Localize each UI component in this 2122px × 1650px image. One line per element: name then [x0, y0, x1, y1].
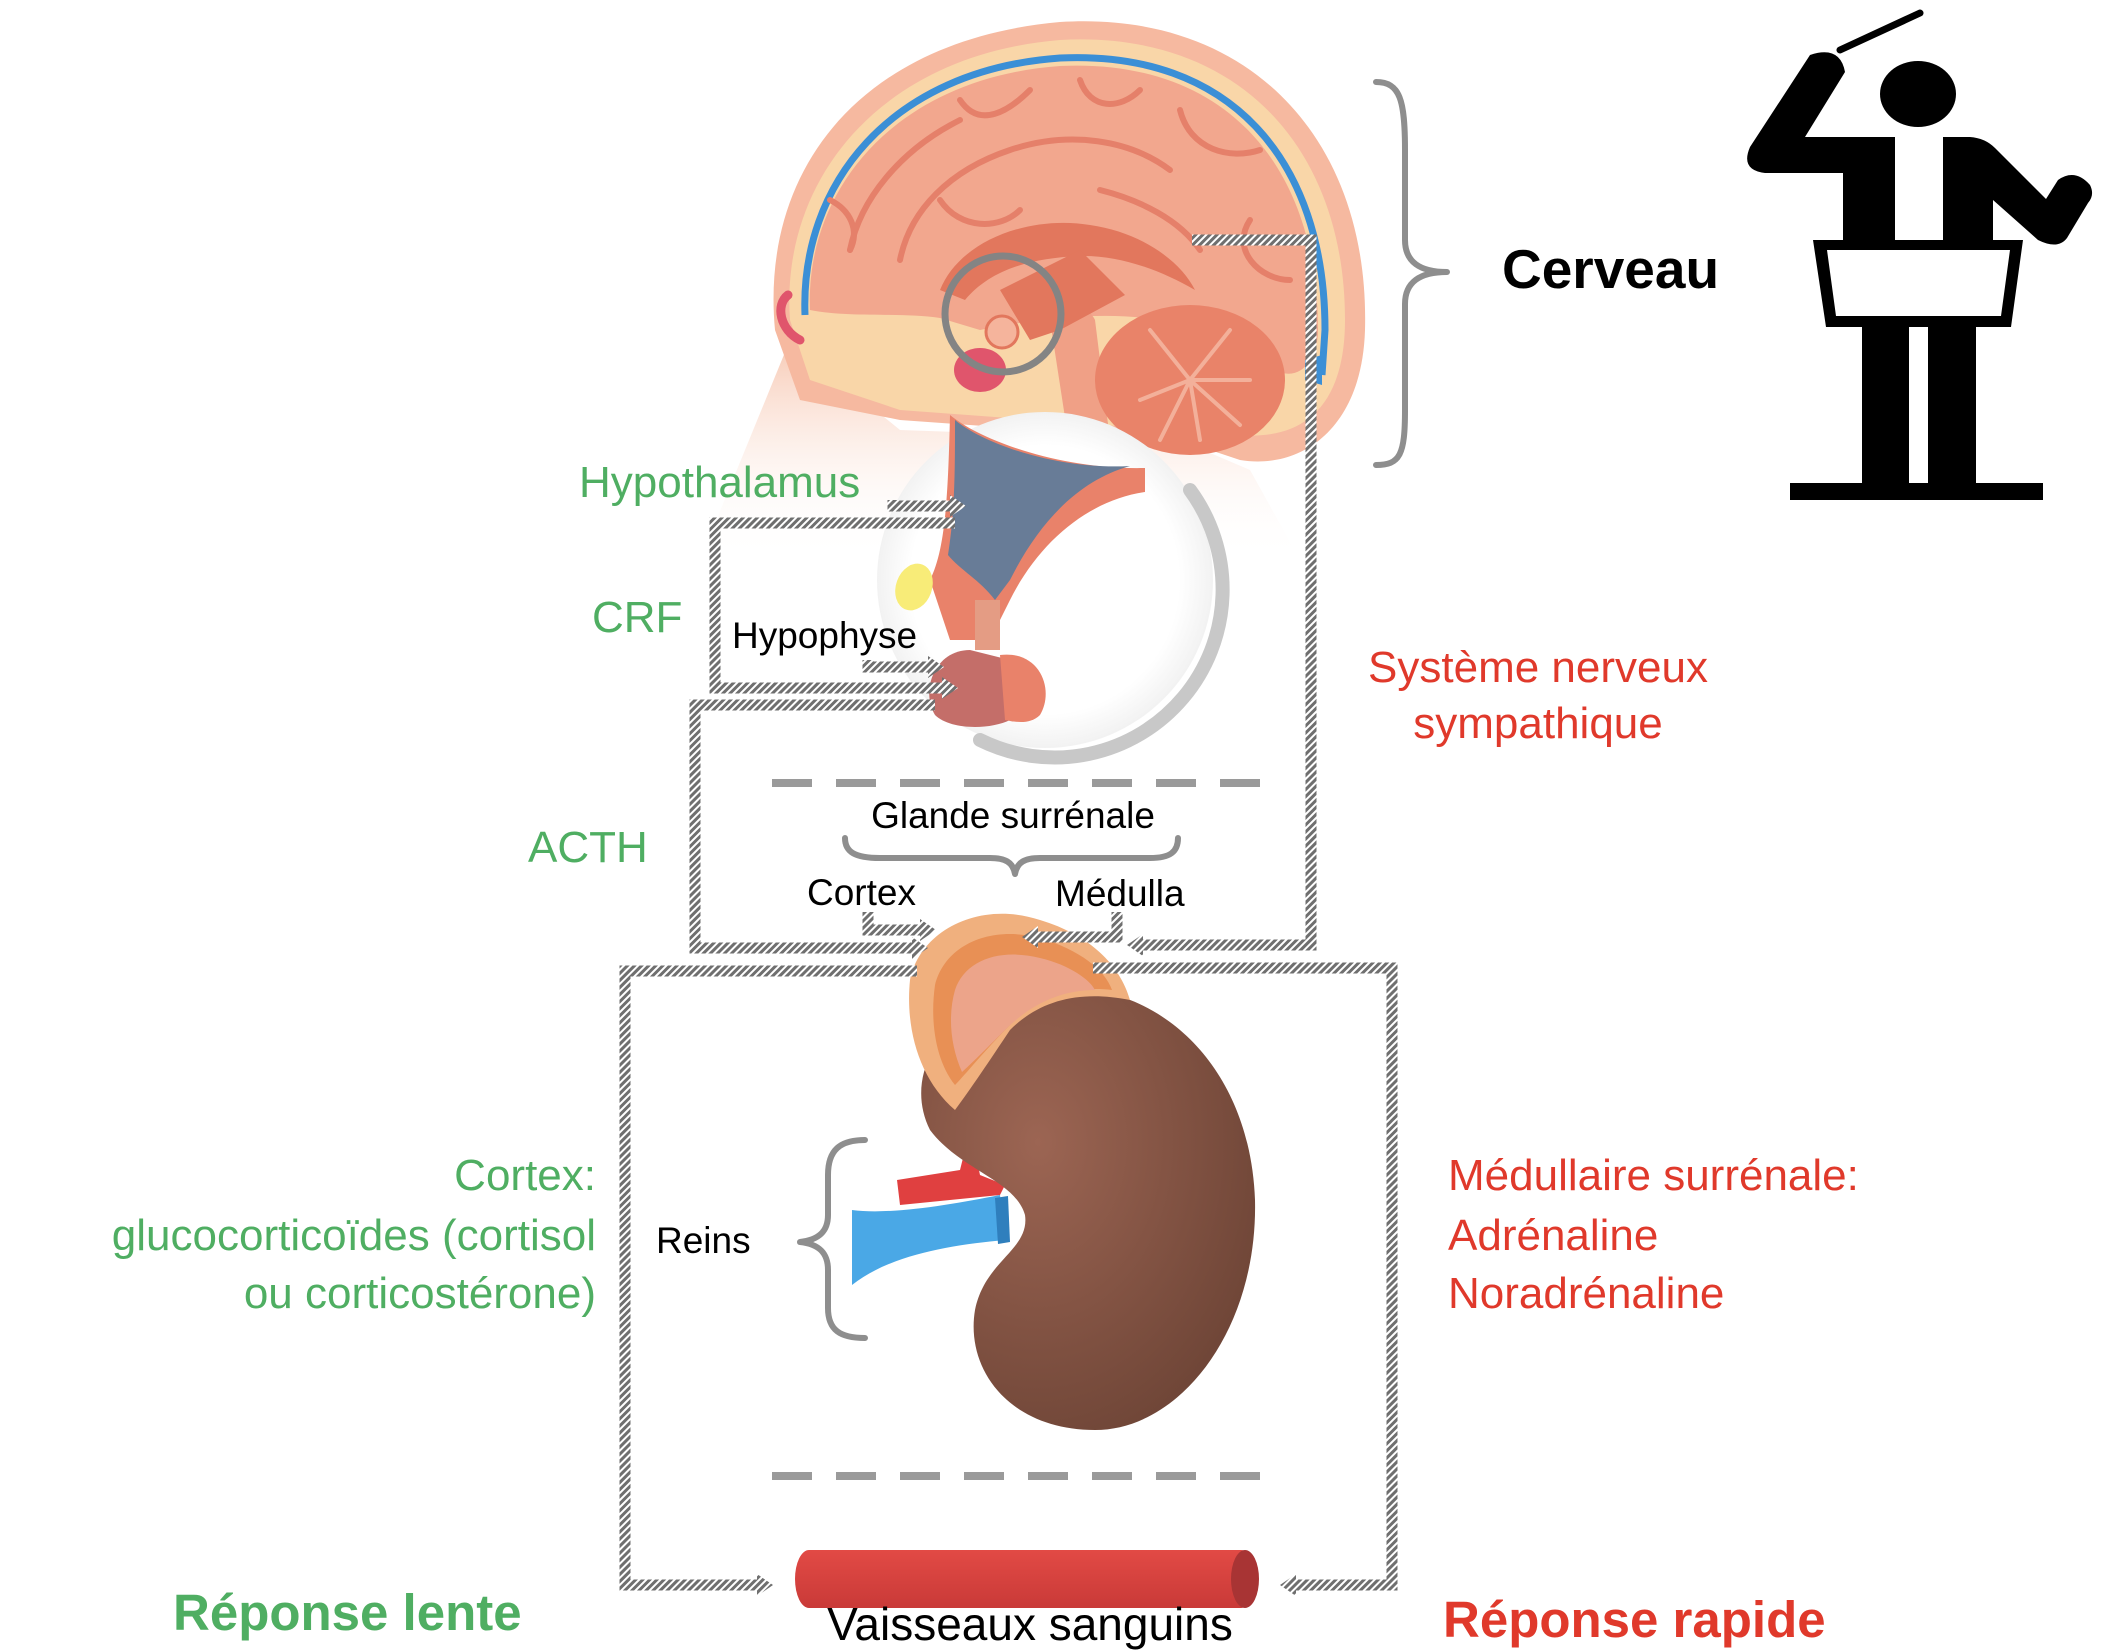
pituitary-small — [984, 314, 1020, 350]
thalamus — [1000, 250, 1125, 340]
arrowhead-fast — [1280, 1574, 1296, 1596]
connector-hypophyse-in — [862, 660, 930, 673]
gyri — [827, 77, 1293, 283]
label-cortex: Cortex — [807, 872, 916, 913]
conductor-head — [1880, 61, 1956, 127]
label-reponse-rapide: Réponse rapide — [1443, 1591, 1826, 1648]
arrowhead-hypophyse — [928, 656, 944, 678]
orchestra-conductor-icon — [1747, 9, 2093, 500]
connector-fast-output — [1093, 962, 1398, 1591]
arrowhead-slow — [757, 1574, 773, 1596]
kidney-brace — [797, 1137, 868, 1341]
baton-icon — [1836, 9, 1924, 54]
hypothalamus-blue — [948, 420, 1130, 600]
conductor-leg-left — [1862, 327, 1909, 483]
pituitary-inset — [877, 412, 1230, 765]
label-cortex-output-line3: ou corticostérone) — [244, 1269, 596, 1318]
inset-rim — [973, 483, 1230, 765]
meninges — [801, 54, 1329, 376]
connector-acth — [689, 699, 935, 954]
renal-artery — [897, 1150, 1005, 1205]
pituitary-anterior — [929, 650, 1010, 727]
label-sympathetic-line1: Système nerveux — [1368, 643, 1708, 692]
kidney — [921, 987, 1256, 1430]
corpus-callosum — [940, 222, 1195, 300]
label-reponse-lente: Réponse lente — [173, 1584, 522, 1641]
conductor-leg-right — [1928, 327, 1976, 483]
arrowhead-hypothalamus — [950, 495, 966, 517]
connector-crf-loop — [709, 517, 955, 694]
arrowhead-medulla — [1022, 926, 1038, 948]
kidney-illustration — [852, 913, 1256, 1430]
label-medulla-output-line2: Adrénaline — [1448, 1211, 1658, 1260]
brain-brace — [1373, 79, 1450, 468]
label-glande-surrenale: Glande surrénale — [871, 795, 1155, 836]
label-cortex-output-line2: glucocorticoïdes (cortisol — [112, 1211, 596, 1260]
renal-vein-shade — [995, 1196, 1010, 1244]
label-medulla-output-line3: Noradrénaline — [1448, 1269, 1724, 1318]
arrowhead-crf — [942, 677, 958, 699]
connector-slow-output — [619, 965, 917, 1591]
conductor-base — [1790, 483, 2043, 500]
label-medulla: Médulla — [1055, 873, 1185, 914]
mammillary-body — [895, 563, 933, 611]
label-sympathetic-line2: sympathique — [1413, 699, 1662, 748]
renal-vein — [852, 1195, 1005, 1285]
vessel-body — [795, 1550, 1255, 1608]
connector-medulla-in — [1035, 912, 1123, 943]
pituitary-posterior — [1000, 654, 1046, 723]
cerebellum-arbor — [1138, 328, 1252, 442]
conductor-raised-arm — [1747, 52, 1895, 240]
adrenal-medulla — [950, 954, 1095, 1072]
connector-hypothalamus-in — [887, 500, 955, 512]
conductor-right-arm — [1943, 137, 2093, 245]
hypothalamus-highlight-circle — [941, 252, 1065, 376]
label-hypophyse: Hypophyse — [732, 615, 917, 656]
label-acth: ACTH — [528, 823, 648, 872]
label-reins: Reins — [656, 1220, 751, 1261]
arrowhead-acth — [912, 937, 928, 959]
connector-sympathetic — [1140, 234, 1317, 951]
label-hypothalamus: Hypothalamus — [579, 458, 860, 507]
pituitary-stalk — [975, 600, 1000, 650]
arrowhead-cortex — [920, 919, 936, 941]
label-crf: CRF — [592, 593, 682, 642]
connector-cortex-in — [862, 912, 922, 936]
conductor-podium — [1813, 240, 2023, 327]
blood-vessel — [795, 1550, 1259, 1608]
label-vaisseaux-sanguins: Vaisseaux sanguins — [827, 1598, 1233, 1650]
adrenal-brace — [842, 835, 1181, 877]
label-cerveau: Cerveau — [1502, 238, 1719, 300]
label-cortex-output-line1: Cortex: — [454, 1151, 596, 1200]
vessel-end — [1231, 1550, 1259, 1608]
arrowhead-sympathetic — [1127, 934, 1143, 956]
cerebrum — [809, 65, 1318, 374]
frontal-sinus — [776, 290, 805, 345]
label-medulla-output-line1: Médullaire surrénale: — [1448, 1151, 1859, 1200]
connectors — [619, 234, 1398, 1596]
